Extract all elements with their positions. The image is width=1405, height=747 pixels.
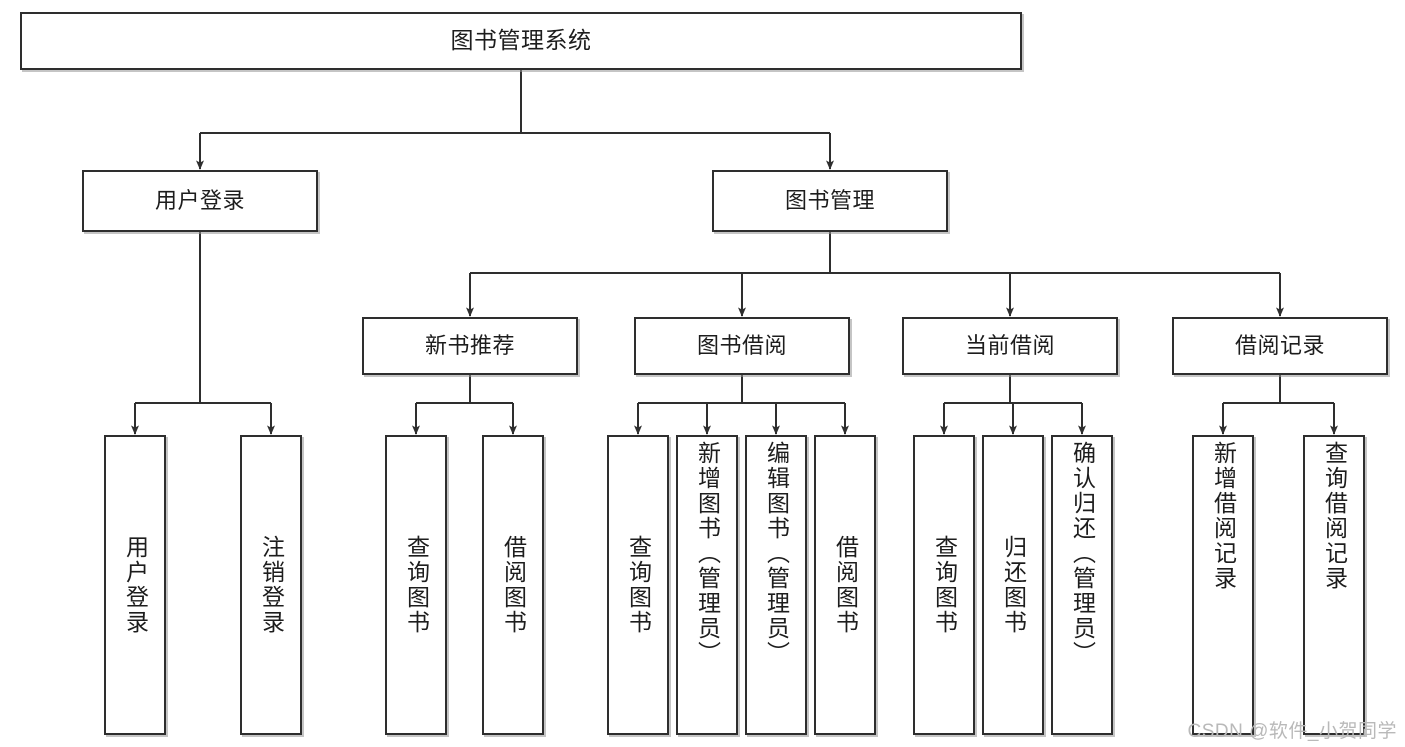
node-label: 查询图书	[931, 535, 958, 635]
node-label: 图书管理	[784, 188, 875, 214]
node-newbooks[interactable]: 新书推荐	[362, 317, 578, 375]
node-current[interactable]: 当前借阅	[902, 317, 1118, 375]
node-l-cu-query[interactable]: 查询图书	[913, 435, 975, 735]
node-l-rc-add[interactable]: 新增借阅记录	[1192, 435, 1254, 735]
node-l-bk-add[interactable]: 新增图书（管理员）	[676, 435, 738, 735]
node-label: 确认归还（管理员）	[1069, 441, 1096, 666]
node-label: 归还图书	[1000, 535, 1027, 635]
node-l-bk-edit[interactable]: 编辑图书（管理员）	[745, 435, 807, 735]
node-l-bk-lend[interactable]: 借阅图书	[814, 435, 876, 735]
node-label: 编辑图书（管理员）	[763, 441, 790, 666]
node-label: 借阅图书	[832, 535, 859, 635]
node-login[interactable]: 用户登录	[82, 170, 318, 232]
node-l-cu-return[interactable]: 归还图书	[982, 435, 1044, 735]
node-l-cu-confirm[interactable]: 确认归还（管理员）	[1051, 435, 1113, 735]
node-l-bk-query[interactable]: 查询图书	[607, 435, 669, 735]
node-label: 新增图书（管理员）	[694, 441, 721, 666]
node-label: 当前借阅	[964, 333, 1055, 359]
node-borrow[interactable]: 图书借阅	[634, 317, 850, 375]
node-label: 新增借阅记录	[1210, 441, 1237, 591]
node-l-rc-query[interactable]: 查询借阅记录	[1303, 435, 1365, 735]
node-l-logout[interactable]: 注销登录	[240, 435, 302, 735]
node-label: 图书借阅	[696, 333, 787, 359]
node-l-login[interactable]: 用户登录	[104, 435, 166, 735]
node-label: 查询图书	[625, 535, 652, 635]
node-records[interactable]: 借阅记录	[1172, 317, 1388, 375]
node-label: 注销登录	[258, 535, 285, 635]
node-label: 用户登录	[154, 188, 245, 214]
node-label: 查询借阅记录	[1321, 441, 1348, 591]
node-label: 借阅记录	[1234, 333, 1325, 359]
node-root[interactable]: 图书管理系统	[20, 12, 1022, 70]
node-label: 新书推荐	[424, 333, 515, 359]
node-label: 图书管理系统	[450, 27, 592, 54]
node-bookmgmt[interactable]: 图书管理	[712, 170, 948, 232]
node-label: 查询图书	[403, 535, 430, 635]
node-label: 用户登录	[122, 535, 149, 635]
csdn-watermark: CSDN @软件_小贺同学	[1187, 721, 1397, 742]
node-l-nb-query[interactable]: 查询图书	[385, 435, 447, 735]
node-l-nb-borrow[interactable]: 借阅图书	[482, 435, 544, 735]
node-label: 借阅图书	[500, 535, 527, 635]
